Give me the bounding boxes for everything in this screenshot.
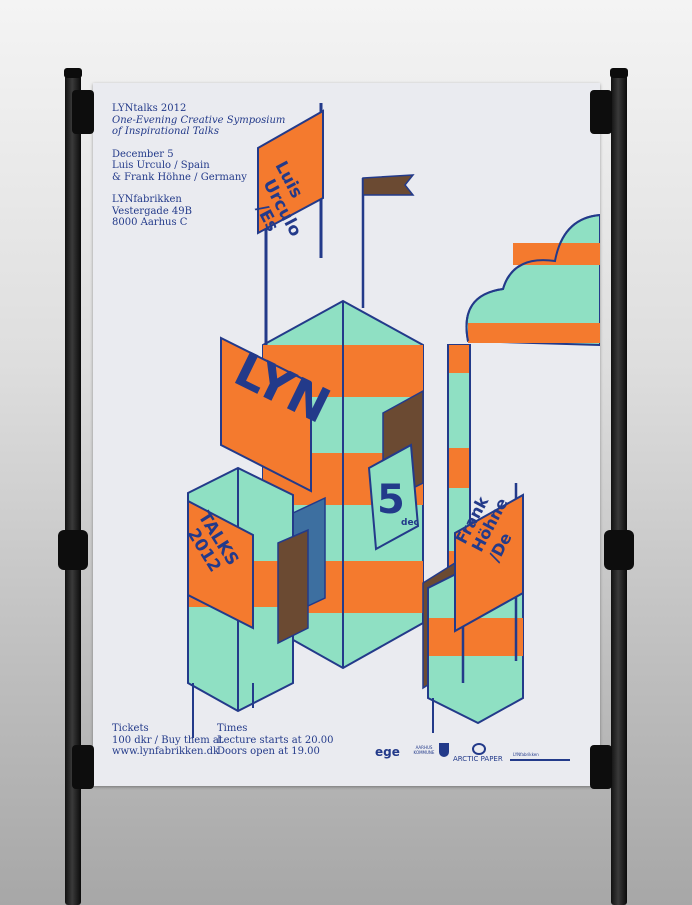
clamp-bottom-right — [590, 745, 612, 789]
aarhus-logo: AARHUS KOMMUNE — [409, 745, 439, 755]
subtitle-line-1: One-Evening Creative Symposium — [112, 114, 286, 126]
pole-cap-left — [64, 68, 82, 78]
sign-luis-urculo: Luis Urculo /Es — [252, 103, 324, 345]
arctic-logo-icon — [472, 743, 486, 755]
lecture-time: Lecture starts at 20.00 — [217, 734, 334, 746]
aarhus-logo-text: AARHUS KOMMUNE — [413, 745, 435, 755]
clamp-top-right — [590, 90, 612, 134]
poster-info-block: LYNtalks 2012 One-Evening Creative Sympo… — [112, 103, 285, 229]
tickets-price: 100 dkr / Buy them at — [112, 734, 223, 746]
speaker-1: Luis Urculo / Spain — [112, 160, 210, 171]
clamp-bottom-left — [72, 745, 94, 789]
sign-number: 5 — [377, 477, 405, 523]
tickets-url: www.lynfabrikken.dk — [112, 746, 220, 757]
lyn-logo-text: LYNfabrikken — [513, 752, 539, 757]
venue-city: 8000 Aarhus C — [112, 217, 188, 228]
times-block: Times Lecture starts at 20.00 Doors open… — [217, 723, 334, 758]
poster: LYNtalks 2012 One-Evening Creative Sympo… — [93, 83, 600, 786]
times-label: Times — [217, 723, 248, 734]
subtitle-line-2: of Inspirational Talks — [112, 126, 220, 137]
speaker-2: & Frank Höhne / Germany — [112, 171, 247, 183]
event-date: December 5 — [112, 148, 174, 160]
clamp-top-left — [72, 90, 94, 134]
pole-cap-right — [610, 68, 628, 78]
venue-street: Vestergade 49B — [112, 205, 193, 217]
ege-logo: ege — [375, 745, 400, 759]
stand-pole-right — [611, 75, 627, 905]
event-title: LYNtalks 2012 — [112, 103, 187, 114]
tickets-label: Tickets — [112, 723, 149, 734]
stand-pole-left — [65, 75, 81, 905]
pennant — [361, 174, 415, 308]
sign-number-small: dec — [401, 518, 419, 528]
clamp-mid-right — [604, 530, 634, 570]
legs — [192, 683, 434, 738]
tickets-block: Tickets 100 dkr / Buy them at www.lynfab… — [112, 723, 223, 758]
venue-name: LYNfabrikken — [112, 194, 182, 205]
sponsor-row: ege AARHUS KOMMUNE ARCTIC PAPER LYNfabri… — [375, 743, 575, 767]
cloud — [465, 213, 600, 347]
arctic-logo-text: ARCTIC PAPER — [453, 755, 503, 763]
isometric-illustration: Luis Urculo /Es LYN 5 dec — [183, 103, 600, 738]
doors-time: Doors open at 19.00 — [217, 746, 320, 757]
clamp-mid-left — [58, 530, 88, 570]
aarhus-crest-icon — [439, 743, 449, 757]
lyn-logo-line — [510, 759, 570, 761]
sign-5-dec: 5 dec — [367, 443, 420, 551]
